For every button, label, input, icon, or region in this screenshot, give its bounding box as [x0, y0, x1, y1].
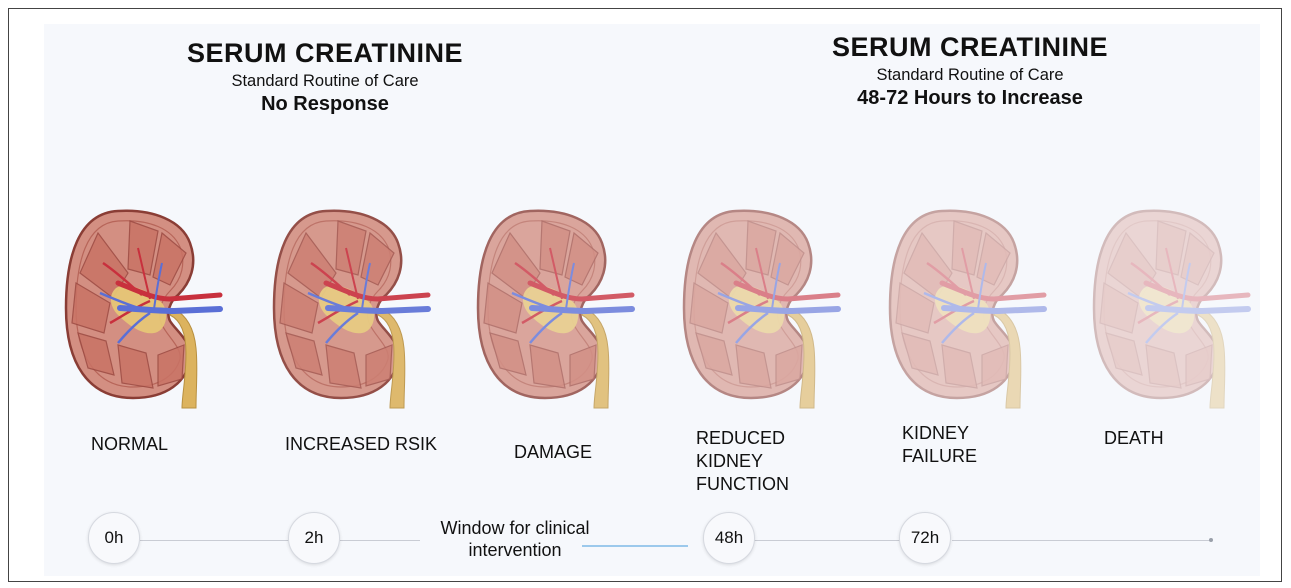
header-right-title: SERUM CREATININE: [800, 32, 1140, 62]
stage-label-kidney-failure: KIDNEY FAILURE: [902, 422, 977, 468]
intervention-window-label: Window for clinical intervention: [420, 517, 610, 561]
header-right-subtitle: Standard Routine of Care: [800, 64, 1140, 86]
kidney-increased-risk: [266, 203, 431, 413]
time-node-48h: 48h: [703, 512, 755, 564]
kidney-failure: [882, 203, 1047, 413]
timeline-segment-72-end: [952, 540, 1210, 541]
kidney-illustration: [882, 203, 1047, 413]
header-left: SERUM CREATININE Standard Routine of Car…: [170, 38, 480, 116]
time-node-2h: 2h: [288, 512, 340, 564]
stage-label-death: DEATH: [1104, 427, 1164, 450]
stage-label-normal: NORMAL: [91, 433, 168, 456]
time-node-72h: 72h: [899, 512, 951, 564]
kidney-illustration: [676, 203, 841, 413]
timeline-segment-2-window: [340, 540, 420, 541]
timeline-end-dot: [1209, 538, 1213, 542]
timeline-segment-48-72: [754, 540, 900, 541]
kidney-illustration: [58, 203, 223, 413]
kidney-death: [1086, 203, 1251, 413]
header-left-subtitle: Standard Routine of Care: [170, 70, 480, 92]
stage-label-increased-risk: INCREASED RSIK: [285, 433, 437, 456]
kidney-normal: [58, 203, 223, 413]
header-right-status: 48-72 Hours to Increase: [800, 86, 1140, 110]
header-left-status: No Response: [170, 92, 480, 116]
stage-label-reduced-function: REDUCED KIDNEY FUNCTION: [696, 427, 789, 496]
header-left-title: SERUM CREATININE: [170, 38, 480, 68]
stage-label-damage: DAMAGE: [514, 441, 592, 464]
timeline-segment-0-2: [140, 540, 290, 541]
kidney-illustration: [1086, 203, 1251, 413]
kidney-illustration: [266, 203, 431, 413]
kidney-reduced-function: [676, 203, 841, 413]
kidney-damage: [470, 203, 635, 413]
kidney-illustration: [470, 203, 635, 413]
header-right: SERUM CREATININE Standard Routine of Car…: [800, 32, 1140, 110]
time-node-0h: 0h: [88, 512, 140, 564]
